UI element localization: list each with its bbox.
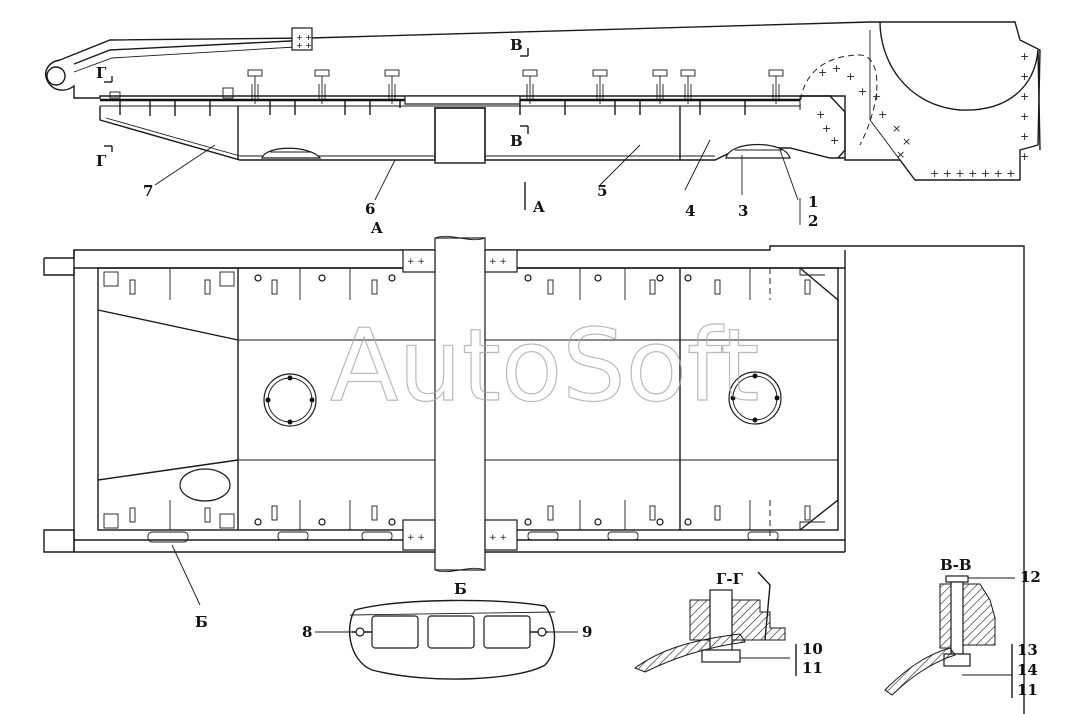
svg-text:+: + xyxy=(818,66,827,79)
watermark-text: AutoSoft xyxy=(330,307,760,424)
section-title-v-v: В-В xyxy=(940,556,972,574)
side-cross-beam xyxy=(434,107,486,164)
part-label-11c: 11 xyxy=(1017,681,1038,699)
detail-b xyxy=(315,599,578,680)
part-label-13: 13 xyxy=(1017,641,1038,659)
part-label-6: 6 xyxy=(365,200,375,218)
svg-text:+: + xyxy=(832,62,841,75)
section-label-g-top: Г xyxy=(96,64,107,82)
svg-text:+ +: + + xyxy=(407,533,425,543)
svg-text:+: + xyxy=(1020,110,1029,123)
section-g-g xyxy=(633,571,790,673)
section-label-v-top: В xyxy=(510,36,523,54)
svg-text:+: + xyxy=(822,122,831,135)
svg-text:+ +: + + xyxy=(296,33,312,42)
labels: 7 6 5 4 3 1 2 A A Г Г В В Б Б 8 9 Г-Г 10… xyxy=(96,36,1041,699)
svg-text:+ +: + + xyxy=(489,533,507,543)
svg-text:+: + xyxy=(1020,130,1029,143)
part-label-2: 2 xyxy=(808,212,818,230)
side-leaders xyxy=(154,139,801,225)
part-label-10: 10 xyxy=(802,640,823,658)
view-label-b-pointer: Б xyxy=(195,613,208,631)
part-label-4: 4 xyxy=(685,202,695,220)
svg-text:+ + + + + + +: + + + + + + + xyxy=(930,167,1016,180)
section-v-v xyxy=(884,575,1015,698)
part-label-7: 7 xyxy=(143,182,153,200)
svg-text:×: × xyxy=(892,122,901,135)
cover-swing-arc xyxy=(799,54,878,146)
section-label-g-bottom: Г xyxy=(96,152,107,170)
svg-text:×: × xyxy=(902,135,911,148)
svg-text:+: + xyxy=(1020,150,1029,163)
side-view: + + + + +++ +++ ××× +++ +++ +++ + + + + … xyxy=(44,21,1041,181)
part-label-8: 8 xyxy=(302,623,312,641)
part-label-14: 14 xyxy=(1017,661,1038,679)
svg-text:+: + xyxy=(878,108,887,121)
floor-hatch-right xyxy=(728,371,782,425)
upper-rail xyxy=(73,39,311,65)
section-title-g-g: Г-Г xyxy=(716,570,744,588)
side-view-bolts xyxy=(109,69,784,104)
part-label-1: 1 xyxy=(808,193,818,211)
view-label-b-detail: Б xyxy=(454,580,467,598)
svg-text:+ +: + + xyxy=(296,41,312,50)
svg-text:+: + xyxy=(1020,90,1029,103)
svg-text:+: + xyxy=(1020,70,1029,83)
part-label-12: 12 xyxy=(1020,568,1041,586)
svg-text:+: + xyxy=(1020,50,1029,63)
side-hatch-right xyxy=(725,143,791,159)
part-label-3: 3 xyxy=(738,202,748,220)
center-bracket xyxy=(404,95,521,105)
svg-text:+: + xyxy=(858,85,867,98)
top-view-ribs xyxy=(103,268,811,530)
top-view: + + + + + + + + xyxy=(43,235,1025,714)
detail-b-leader xyxy=(171,544,201,606)
svg-text:+: + xyxy=(816,108,825,121)
bottom-bolt-clusters xyxy=(147,531,779,543)
part-label-5: 5 xyxy=(597,182,607,200)
section-label-v-bottom: В xyxy=(510,132,523,150)
section-markers xyxy=(104,48,529,210)
top-mount-plate xyxy=(291,27,313,51)
part-label-9: 9 xyxy=(582,623,592,641)
floor-hatch-left xyxy=(263,373,317,427)
side-view-frame-outline xyxy=(44,21,1041,181)
svg-text:+: + xyxy=(846,70,855,83)
view-label-a-side: A xyxy=(532,198,545,216)
pivot-eye-hole xyxy=(46,66,66,86)
cab-outline xyxy=(879,21,1039,111)
svg-text:+: + xyxy=(830,134,839,147)
svg-text:+: + xyxy=(872,90,881,103)
svg-text:+ +: + + xyxy=(407,257,425,267)
svg-text:+ +: + + xyxy=(489,257,507,267)
part-label-11a: 11 xyxy=(802,659,823,677)
floor-hatch-oval xyxy=(179,468,231,502)
view-label-a-top: A xyxy=(370,219,383,237)
svg-text:×: × xyxy=(896,148,905,161)
side-hatch-left xyxy=(261,147,322,159)
